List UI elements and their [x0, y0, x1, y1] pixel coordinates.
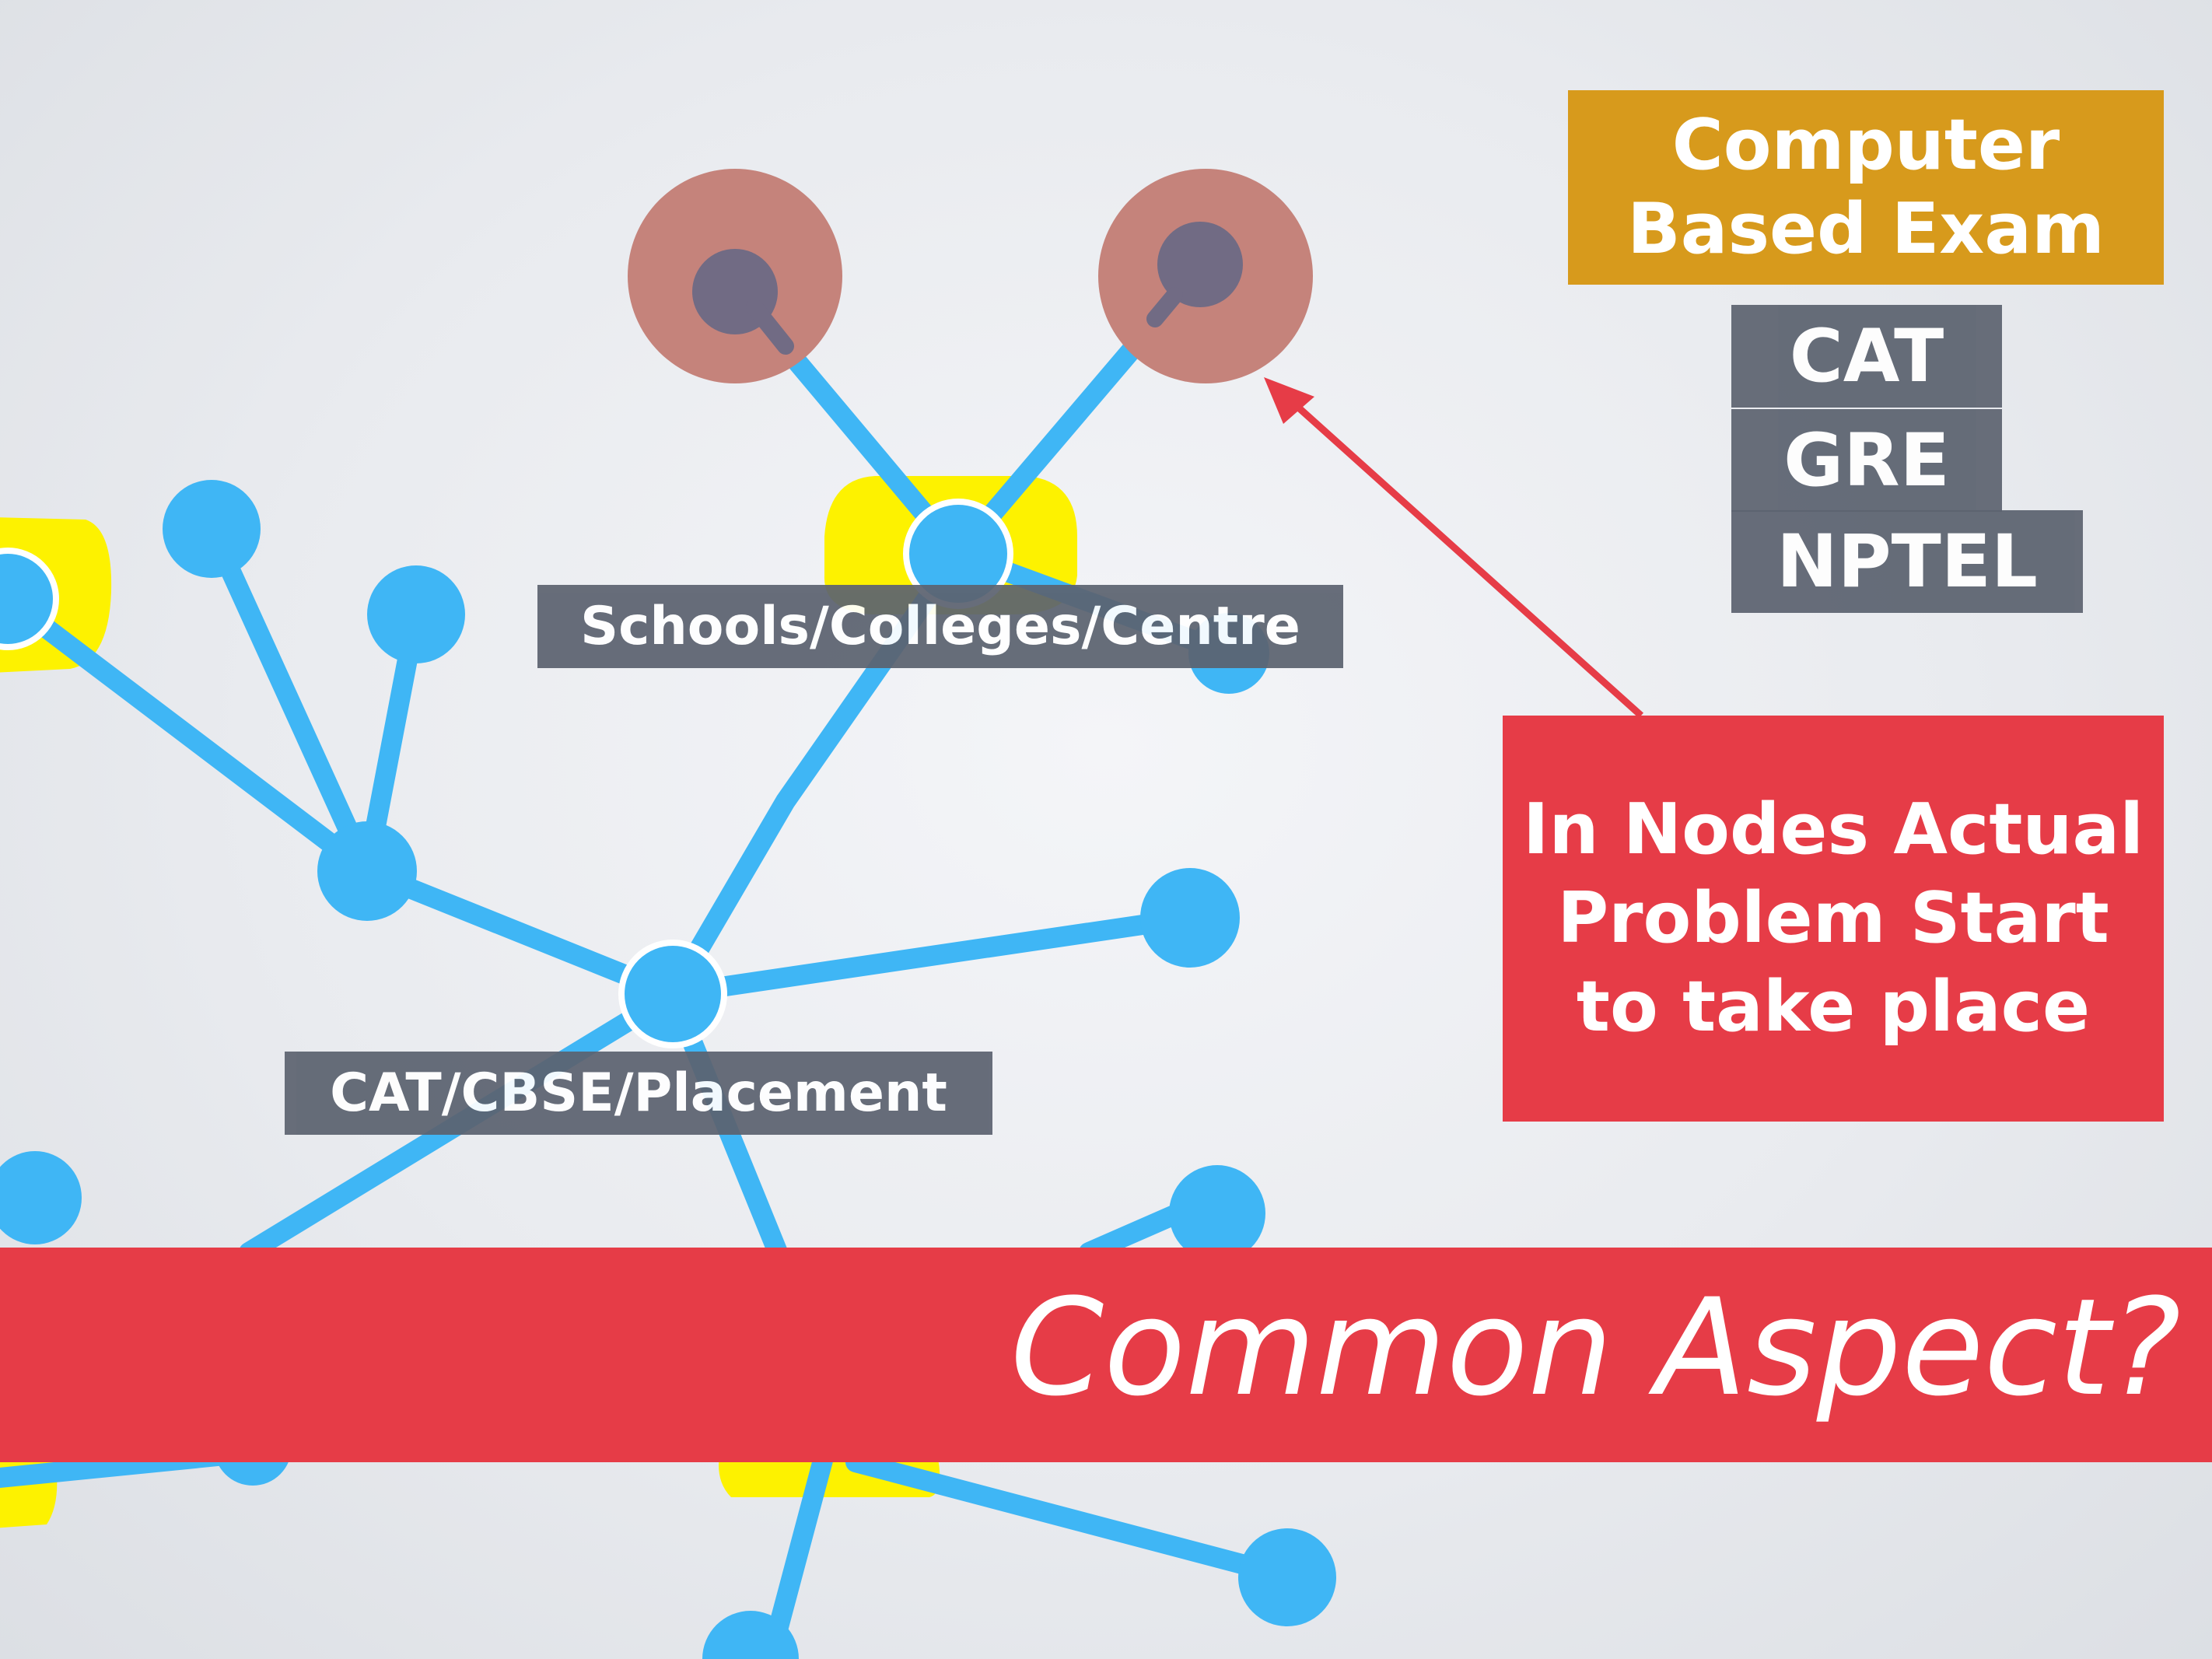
hub-node-middle	[618, 940, 727, 1048]
leaf-node	[702, 1611, 799, 1659]
common-aspect-banner: Common Aspect?	[0, 1248, 2212, 1462]
exam-item-label: CAT	[1789, 313, 1944, 399]
leaf-node	[0, 548, 59, 650]
computer-based-exam-title: Computer Based Exam	[1568, 90, 2164, 285]
edge	[357, 861, 683, 1004]
label-schools-colleges-centre: Schools/Colleges/Centre	[537, 585, 1343, 668]
label-cat-cbse-placement: CAT/CBSE/Placement	[285, 1052, 992, 1135]
edge	[1146, 287, 1183, 327]
leaf-node	[1238, 1528, 1336, 1626]
callout-line-1: In Nodes Actual	[1522, 789, 2144, 870]
label-text: CAT/CBSE/Placement	[330, 1062, 947, 1124]
exam-item-label: NPTEL	[1776, 519, 2038, 604]
title-line-2: Based Exam	[1627, 188, 2105, 270]
endpoint-core-right	[1157, 222, 1243, 307]
banner-text: Common Aspect?	[1010, 1269, 2181, 1426]
leaf-node	[1140, 868, 1240, 968]
exam-item-nptel: NPTEL	[1731, 510, 2083, 613]
title-line-1: Computer	[1671, 104, 2060, 186]
leaf-node	[163, 480, 261, 578]
callout-line-2: Problem Start	[1557, 877, 2109, 959]
arrow-shaft	[1292, 401, 1644, 719]
callout-line-3: to take place	[1576, 966, 2091, 1048]
endpoint-connectors	[746, 287, 1183, 355]
leaf-node	[367, 565, 465, 663]
edge	[0, 589, 377, 881]
edge	[845, 1452, 1293, 1585]
problem-endpoints	[628, 169, 1313, 383]
label-text: Schools/Colleges/Centre	[580, 596, 1300, 657]
callout-arrow	[1264, 377, 1644, 719]
arrow-head	[1264, 377, 1314, 424]
edge	[663, 908, 1200, 1004]
nodes-problem-callout: In Nodes Actual Problem Start to take pl…	[1503, 716, 2164, 1122]
edge	[201, 519, 377, 881]
leaf-node	[0, 1151, 82, 1244]
edge	[746, 299, 794, 355]
exam-item-cat: CAT	[1731, 305, 2002, 408]
exam-item-label: GRE	[1783, 418, 1950, 503]
leaf-node	[1169, 1165, 1265, 1262]
exam-item-gre: GRE	[1731, 409, 2002, 512]
hub-node-left	[317, 821, 417, 921]
